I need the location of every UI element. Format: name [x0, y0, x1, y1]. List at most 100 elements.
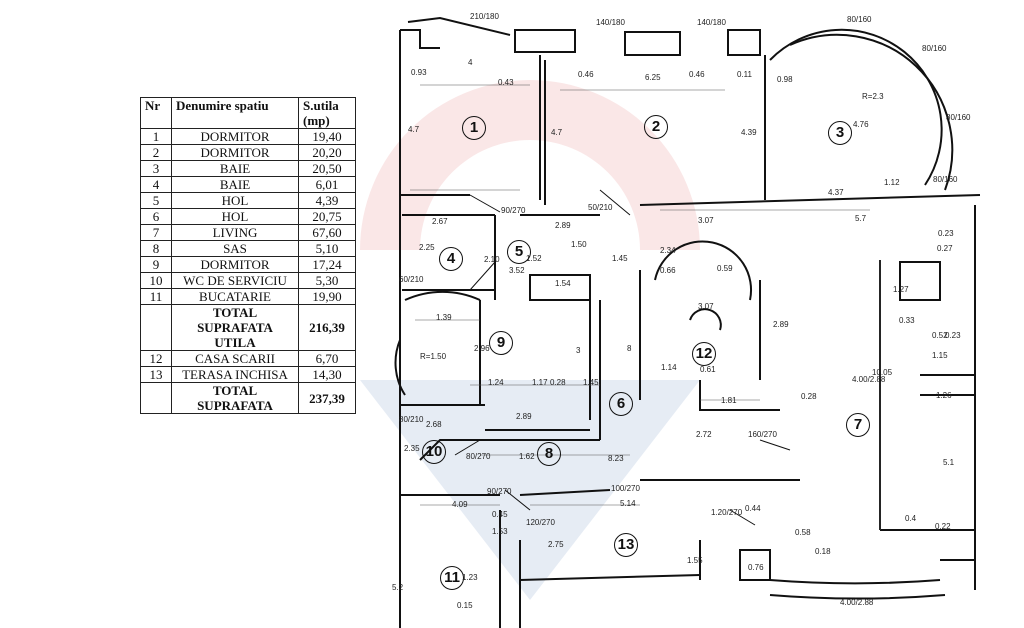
row-nr: 5	[140, 192, 172, 209]
dim-label: 3.52	[509, 266, 525, 275]
header-nr: Nr	[140, 97, 172, 129]
dim-label: 0.4	[905, 514, 917, 523]
dim-label: 80/160	[922, 44, 947, 53]
dim-label: 1.81	[721, 396, 737, 405]
room-6-label: 6	[609, 392, 633, 416]
row-area: 20,50	[298, 160, 356, 177]
room-2-label: 2	[644, 115, 668, 139]
row-name: DORMITOR	[171, 128, 299, 145]
dim-label: 4.09	[452, 500, 468, 509]
dim-label: 2.96	[474, 344, 490, 353]
room-4-label: 4	[439, 247, 463, 271]
dim-label: 4.76	[853, 120, 869, 129]
total-empty-cell	[140, 382, 172, 414]
row-area: 5,30	[298, 272, 356, 289]
dim-label: 100/270	[611, 484, 640, 493]
dim-label: 2.72	[696, 430, 712, 439]
subtotal-label: TOTAL SUPRAFATA UTILA	[171, 304, 299, 351]
dim-label: 5.2	[392, 583, 404, 592]
total-value: 237,39	[298, 382, 356, 414]
dim-label: 4.37	[828, 188, 844, 197]
row-area: 17,24	[298, 256, 356, 273]
dim-label: 1.14	[661, 363, 677, 372]
dimension-lines	[410, 84, 881, 530]
dim-label: 3.07	[698, 302, 714, 311]
dim-label: 2.89	[516, 412, 532, 421]
row-name: TERASA INCHISA	[171, 366, 299, 383]
row-nr: 3	[140, 160, 172, 177]
dim-label: 0.98	[777, 75, 793, 84]
dim-label: 0.58	[795, 528, 811, 537]
dim-label: 50/210	[588, 203, 613, 212]
dim-label: 1.24	[488, 378, 504, 387]
room-5-label: 5	[507, 240, 531, 264]
dim-label: 3.07	[698, 216, 714, 225]
dim-label: 0.66	[660, 266, 676, 275]
dim-label: 1.26	[936, 391, 952, 400]
dim-label: 2.89	[555, 221, 571, 230]
dim-label: 0.46	[689, 70, 705, 79]
dim-label: 1.52	[526, 254, 542, 263]
room-7-label: 7	[846, 413, 870, 437]
row-name: HOL	[171, 192, 299, 209]
dim-label: 8	[627, 344, 632, 353]
dim-label: 80/270	[466, 452, 491, 461]
room-11-label: 11	[440, 566, 464, 590]
row-area: 4,39	[298, 192, 356, 209]
row-area: 19,40	[298, 128, 356, 145]
row-nr: 11	[140, 288, 172, 305]
dim-label: 0.45	[492, 510, 508, 519]
dim-label: 0.11	[737, 70, 752, 79]
dim-label: 1.15	[932, 351, 948, 360]
subtotal-empty-cell	[140, 304, 172, 351]
dim-label: 0.59	[717, 264, 733, 273]
dim-label: 210/180	[470, 12, 499, 21]
row-name: WC DE SERVICIU	[171, 272, 299, 289]
dim-label: 1.20/270	[711, 508, 743, 517]
dim-label: 0.44	[745, 504, 761, 513]
dim-label: 2.35	[404, 444, 420, 453]
dim-label: 90/270	[487, 487, 512, 496]
walls	[394, 16, 981, 628]
dim-label: 0.27	[937, 244, 953, 253]
dim-label: 0.23	[945, 331, 961, 340]
dim-label: 0.46	[578, 70, 594, 79]
dim-label: 1.50	[571, 240, 587, 249]
row-area: 6,01	[298, 176, 356, 193]
dim-label: 5.14	[620, 499, 636, 508]
dim-label: 120/270	[526, 518, 555, 527]
dim-label: 1.55	[687, 556, 703, 565]
dim-label: 0.93	[411, 68, 427, 77]
row-name: LIVING	[171, 224, 299, 241]
door-swings	[454, 189, 791, 526]
dim-label: 6.25	[645, 73, 661, 82]
dim-label: 1.45	[583, 378, 599, 387]
row-area: 67,60	[298, 224, 356, 241]
watermark-logo	[360, 80, 700, 600]
dim-label: 80/160	[847, 15, 872, 24]
dim-label: 3	[576, 346, 581, 355]
row-area: 6,70	[298, 350, 356, 367]
dim-label: 8.23	[608, 454, 624, 463]
dim-label: 4.7	[551, 128, 563, 137]
dim-label: 1.12	[884, 178, 900, 187]
header-area: S.utila (mp)	[298, 97, 356, 129]
dim-label: 0.23	[938, 229, 954, 238]
room-12-label: 12	[692, 342, 716, 366]
dim-label: 60/210	[399, 275, 424, 284]
dim-label: 0.52	[932, 331, 948, 340]
dim-label: 0.61	[700, 365, 716, 374]
dim-label: 2.68	[426, 420, 442, 429]
row-nr: 2	[140, 144, 172, 161]
dim-label: 4.7	[408, 125, 420, 134]
dim-label: 1.23	[462, 573, 478, 582]
